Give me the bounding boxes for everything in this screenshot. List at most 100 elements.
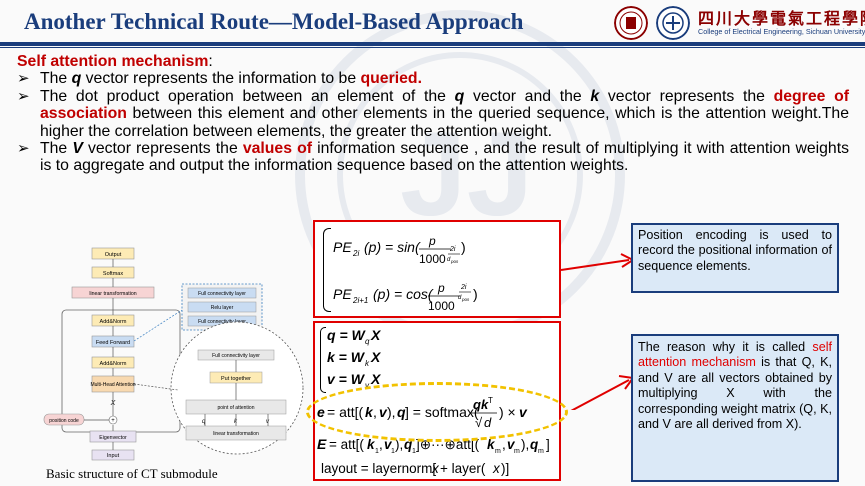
linear-label: linear transformation <box>89 291 136 297</box>
svg-text:k = W: k = W <box>327 349 366 365</box>
eigenvector-label: Eigenvector <box>99 435 127 441</box>
svg-text:(p) = cos(: (p) = cos( <box>373 286 434 302</box>
highlight-values-of: values of <box>242 140 313 158</box>
body-text: Self attention mechanism: ➢ The q vector … <box>17 53 849 175</box>
svg-text:2i+1: 2i+1 <box>352 296 368 305</box>
highlight-queried: queried <box>360 70 418 88</box>
addnorm-bottom-label: Add&Norm <box>100 361 127 367</box>
college-name-english: College of Electrical Engineering, Sichu… <box>698 27 865 36</box>
highlight-ellipse <box>306 382 568 442</box>
input-label: Input <box>107 453 120 459</box>
highlight-degree-of-association: degree of association <box>40 87 850 123</box>
left-brace <box>323 228 331 312</box>
pe-formulas: PE 2i (p) = sin( p 1000 2i d pos ) PE 2i… <box>333 234 478 313</box>
heading-colon: : <box>208 53 213 70</box>
svg-text:]: ] <box>546 437 550 452</box>
svg-text:d: d <box>447 257 451 263</box>
title-divider <box>0 42 865 46</box>
section-heading: Self attention mechanism: <box>17 53 849 70</box>
svg-text:X: X <box>370 371 382 387</box>
svg-text:),: ), <box>521 437 529 452</box>
fc2-label: Full connectivity layer <box>198 319 246 325</box>
svg-text:k: k <box>367 437 376 452</box>
svg-text:v: v <box>507 437 516 452</box>
svg-text:X: X <box>370 349 382 365</box>
svg-text:2i: 2i <box>352 249 359 258</box>
poscode-label: position code <box>49 418 79 424</box>
svg-text:PE: PE <box>333 286 352 302</box>
slide-title: Another Technical Route—Model-Based Appr… <box>24 9 524 34</box>
text-run: . <box>417 70 422 88</box>
text-run: vector represents the <box>599 87 774 105</box>
university-seal-logo <box>614 6 648 40</box>
svg-text:v = W: v = W <box>327 371 366 387</box>
svg-text:2i: 2i <box>460 284 467 291</box>
svg-text:): ) <box>461 239 466 255</box>
svg-text:X: X <box>370 327 382 343</box>
left-brace <box>320 327 326 393</box>
poa-label: point of attention <box>218 405 255 411</box>
bullet-q-vector: ➢The q vector represents the information… <box>17 70 849 87</box>
svg-text:1: 1 <box>391 448 395 455</box>
text-run: information sequence , and the result of… <box>40 140 850 175</box>
svg-text:2i: 2i <box>449 246 456 253</box>
relu-label: Relu layer <box>211 305 234 311</box>
fc1-label: Full connectivity layer <box>198 291 246 297</box>
svg-text:1: 1 <box>412 448 416 455</box>
svg-text:),: ), <box>395 437 403 452</box>
put-together-label: Put together <box>221 376 251 382</box>
addnorm-top-label: Add&Norm <box>100 319 127 325</box>
svg-text:1000: 1000 <box>419 252 446 266</box>
svg-text:1: 1 <box>375 448 379 455</box>
svg-text:+ layer(: + layer( <box>440 461 486 476</box>
svg-text:E: E <box>317 436 327 452</box>
arrow-bullet-icon: ➢ <box>17 70 30 88</box>
svg-text:q: q <box>530 437 539 452</box>
svg-text:m: m <box>514 448 520 455</box>
svg-text:q = W: q = W <box>327 327 367 343</box>
college-name-chinese: 四川大學電氣工程學院 <box>698 9 865 28</box>
positional-encoding-box: PE 2i (p) = sin( p 1000 2i d pos ) PE 2i… <box>313 220 561 318</box>
text-run: The <box>40 140 73 158</box>
v-symbol: V <box>72 140 83 158</box>
svg-text:p: p <box>428 234 436 248</box>
arrow-bullet-icon: ➢ <box>17 140 30 158</box>
positional-encoding-note: Position encoding is used to record the … <box>631 223 839 293</box>
title-divider-thin <box>0 47 865 48</box>
diagram-caption: Basic structure of CT submodule <box>46 466 218 481</box>
svg-text:+: + <box>111 418 115 424</box>
svg-text:k: k <box>365 359 370 368</box>
bullet-v-vector: ➢ The V vector represents the values of i… <box>17 140 849 175</box>
svg-text:x: x <box>492 461 501 476</box>
text-run: The dot product operation between an ele… <box>40 87 455 105</box>
svg-text:k: k <box>487 437 496 452</box>
college-logo <box>656 6 690 40</box>
k-symbol: k <box>590 87 600 105</box>
q-symbol: q <box>454 87 465 105</box>
bullet-dot-product: ➢ The dot product operation between an el… <box>17 88 849 140</box>
fc3-label: Full connectivity layer <box>212 353 260 359</box>
title-bar: Another Technical Route—Model-Based Appr… <box>0 0 865 48</box>
text-run: The <box>40 70 72 88</box>
lt2-label: linear transformation <box>213 431 259 437</box>
q-label: q <box>202 419 206 425</box>
svg-text:JJ: JJ <box>400 107 533 241</box>
ct-submodule-diagram: Output Softmax linear transformation Add… <box>43 247 304 461</box>
svg-text:): ) <box>473 286 478 302</box>
svg-text:q: q <box>404 437 413 452</box>
self-attention-note: The reason why it is called self attenti… <box>631 334 839 482</box>
feedforward-label: Feed Forward <box>96 340 130 346</box>
arrow-bullet-icon: ➢ <box>17 87 30 105</box>
text-run: vector represents the <box>82 140 243 158</box>
svg-text:,: , <box>379 437 383 452</box>
mha-label: Multi-Head Attention <box>90 382 135 388</box>
output-label: Output <box>105 252 122 258</box>
encoder-block-frame <box>61 309 181 433</box>
svg-text:(p) = sin(: (p) = sin( <box>364 239 421 255</box>
svg-text:d: d <box>458 295 462 301</box>
svg-text:pos: pos <box>461 297 470 302</box>
svg-text:pos: pos <box>450 259 459 264</box>
text-run: vector and the <box>464 87 591 105</box>
college-name: 四川大學電氣工程學院 College of Electrical Enginee… <box>698 5 865 41</box>
